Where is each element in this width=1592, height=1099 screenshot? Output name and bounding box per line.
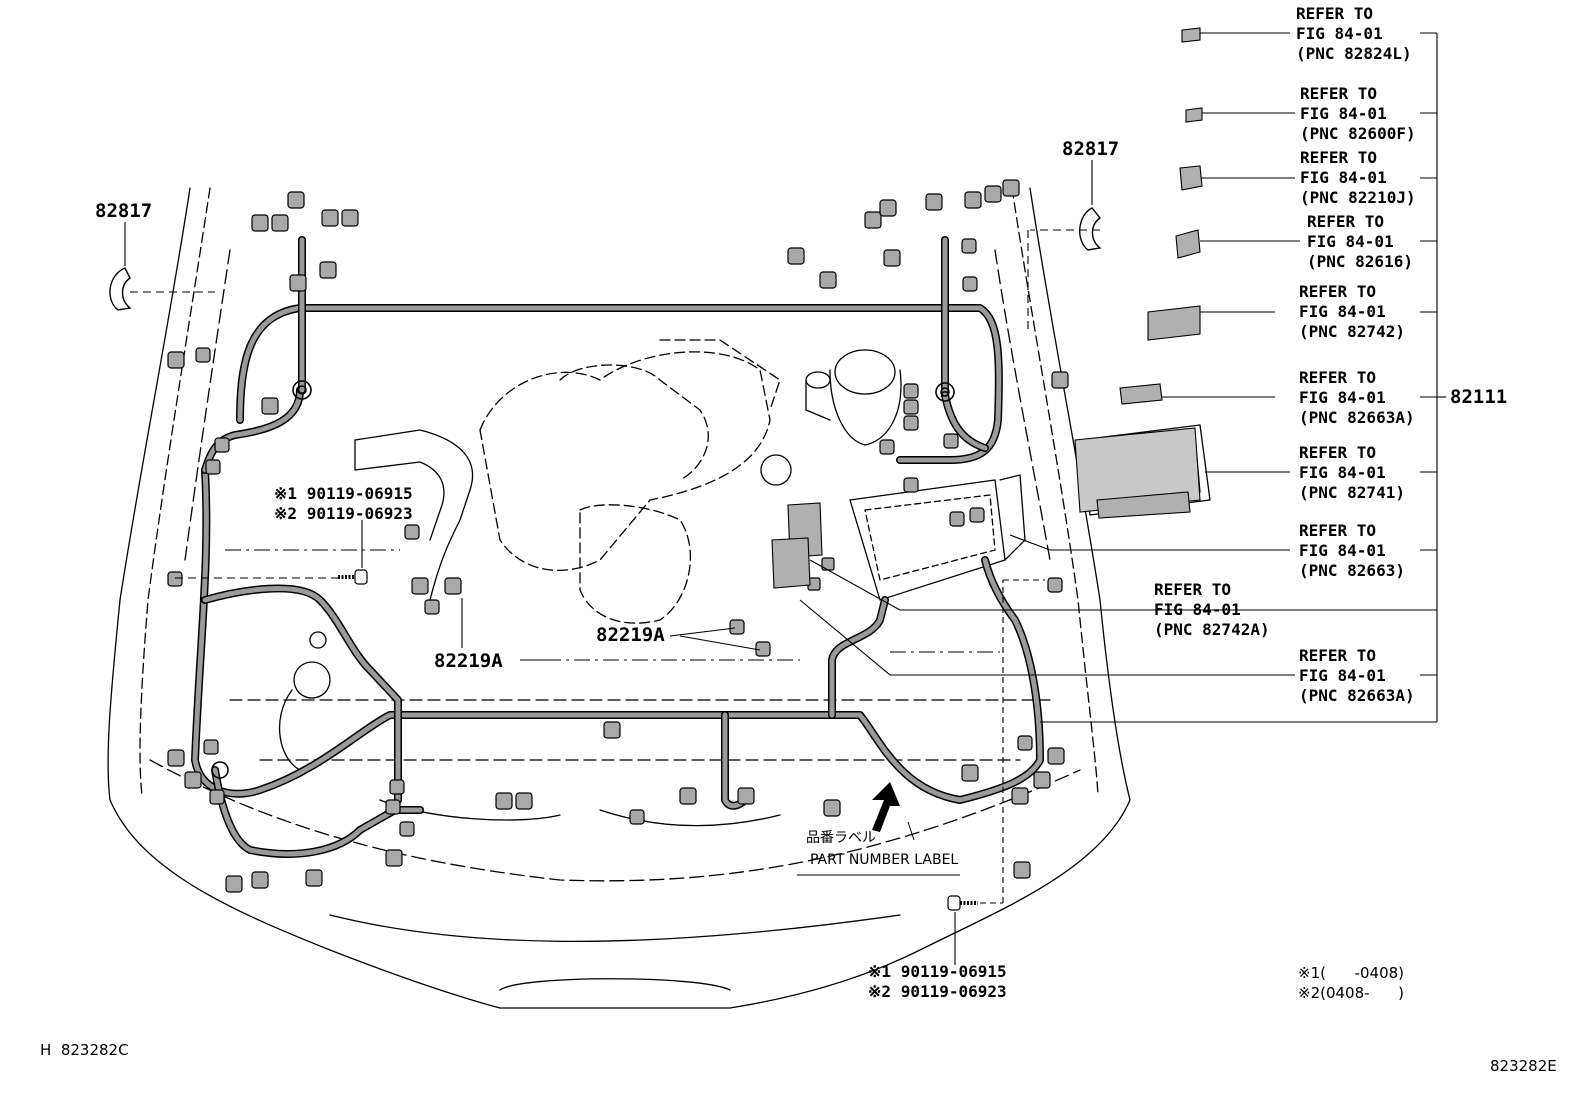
reference-9-pnc: (PNC 82742A) [1154,620,1270,639]
reference-7: REFER TO FIG 84-01 (PNC 82741) [1299,443,1405,503]
reference-6: REFER TO FIG 84-01 (PNC 82663A) [1299,368,1415,428]
reference-5-fig: FIG 84-01 [1299,302,1386,321]
reference-3: REFER TO FIG 84-01 (PNC 82210J) [1300,148,1416,208]
bolt-top-mark2: ※2 [274,504,298,523]
reference-2: REFER TO FIG 84-01 (PNC 82600F) [1300,84,1416,144]
harness-branch1-fill [202,585,401,803]
legend-line1: ※1( -0408) [1298,964,1405,982]
harness-top-outline [236,304,1003,464]
bolt-bottom-part2: 90119-06923 [900,982,1007,1001]
bolt-top-part1: 90119-06915 [306,484,413,503]
reference-7-refer: REFER TO [1299,443,1377,462]
reference-8: REFER TO FIG 84-01 (PNC 82663) [1299,521,1405,581]
part-82219a-left-label: 82219A [434,650,503,672]
reference-1-fig: FIG 84-01 [1296,24,1383,43]
reference-4-refer: REFER TO [1307,212,1385,231]
reference-9-refer: REFER TO [1154,580,1232,599]
reference-1-pnc: (PNC 82824L) [1296,44,1412,63]
reference-9: REFER TO FIG 84-01 (PNC 82742A) [1154,580,1270,640]
bolt-top-mark1: ※1 [274,484,298,503]
harness-top-fill [237,305,1002,463]
reference-5-pnc: (PNC 82742) [1299,322,1405,341]
legend-line2: ※2(0408- ) [1298,984,1405,1002]
footer-right-code: 823282E [1490,1057,1557,1075]
harness-branch3-outline [828,596,889,719]
reference-10: REFER TO FIG 84-01 (PNC 82663A) [1299,646,1415,706]
bolt-bottom-line2: ※2 90119-06923 [868,982,1007,1002]
part-82817-left-label: 82817 [95,200,153,222]
bolt-top-line1: ※1 90119-06915 [274,484,413,504]
footer-left-code: H 823282C [40,1041,129,1059]
reference-10-pnc: (PNC 82663A) [1299,686,1415,705]
reference-6-pnc: (PNC 82663A) [1299,408,1415,427]
bolt-bottom-part1: 90119-06915 [900,962,1007,981]
reference-6-refer: REFER TO [1299,368,1377,387]
reference-2-refer: REFER TO [1300,84,1378,103]
bolt-bottom-mark2: ※2 [868,982,892,1001]
reference-4-pnc: (PNC 82616) [1307,252,1413,271]
reference-5: REFER TO FIG 84-01 (PNC 82742) [1299,282,1405,342]
bolt-bottom-line1: ※1 90119-06915 [868,962,1007,982]
part-number-label-en: PART NUMBER LABEL [810,852,959,868]
reference-3-pnc: (PNC 82210J) [1300,188,1416,207]
harness-left-drop-fill [202,387,303,473]
reference-7-fig: FIG 84-01 [1299,463,1386,482]
reference-4: REFER TO FIG 84-01 (PNC 82616) [1307,212,1413,272]
harness-branch3-fill [829,597,888,718]
part-82111-label: 82111 [1450,386,1508,408]
reference-8-refer: REFER TO [1299,521,1377,540]
reference-3-fig: FIG 84-01 [1300,168,1387,187]
reference-7-pnc: (PNC 82741) [1299,483,1405,502]
reference-3-refer: REFER TO [1300,148,1378,167]
reference-8-fig: FIG 84-01 [1299,541,1386,560]
reference-10-fig: FIG 84-01 [1299,666,1386,685]
harness-right-fill [942,392,988,451]
part-number-label-jp: 品番ラベル [806,830,876,846]
bolt-top-part2: 90119-06923 [306,504,413,523]
reference-1: REFER TO FIG 84-01 (PNC 82824L) [1296,4,1412,64]
reference-2-fig: FIG 84-01 [1300,104,1387,123]
reference-2-pnc: (PNC 82600F) [1300,124,1416,143]
reference-10-refer: REFER TO [1299,646,1377,665]
reference-4-fig: FIG 84-01 [1307,232,1394,251]
reference-5-refer: REFER TO [1299,282,1377,301]
reference-1-refer: REFER TO [1296,4,1374,23]
reference-9-fig: FIG 84-01 [1154,600,1241,619]
reference-8-pnc: (PNC 82663) [1299,561,1405,580]
reference-6-fig: FIG 84-01 [1299,388,1386,407]
part-82817-right-label: 82817 [1062,138,1120,160]
bolt-bottom-mark1: ※1 [868,962,892,981]
bolt-top-line2: ※2 90119-06923 [274,504,413,524]
harness-main-fill [192,467,1043,803]
part-82219a-right-label: 82219A [596,624,665,646]
